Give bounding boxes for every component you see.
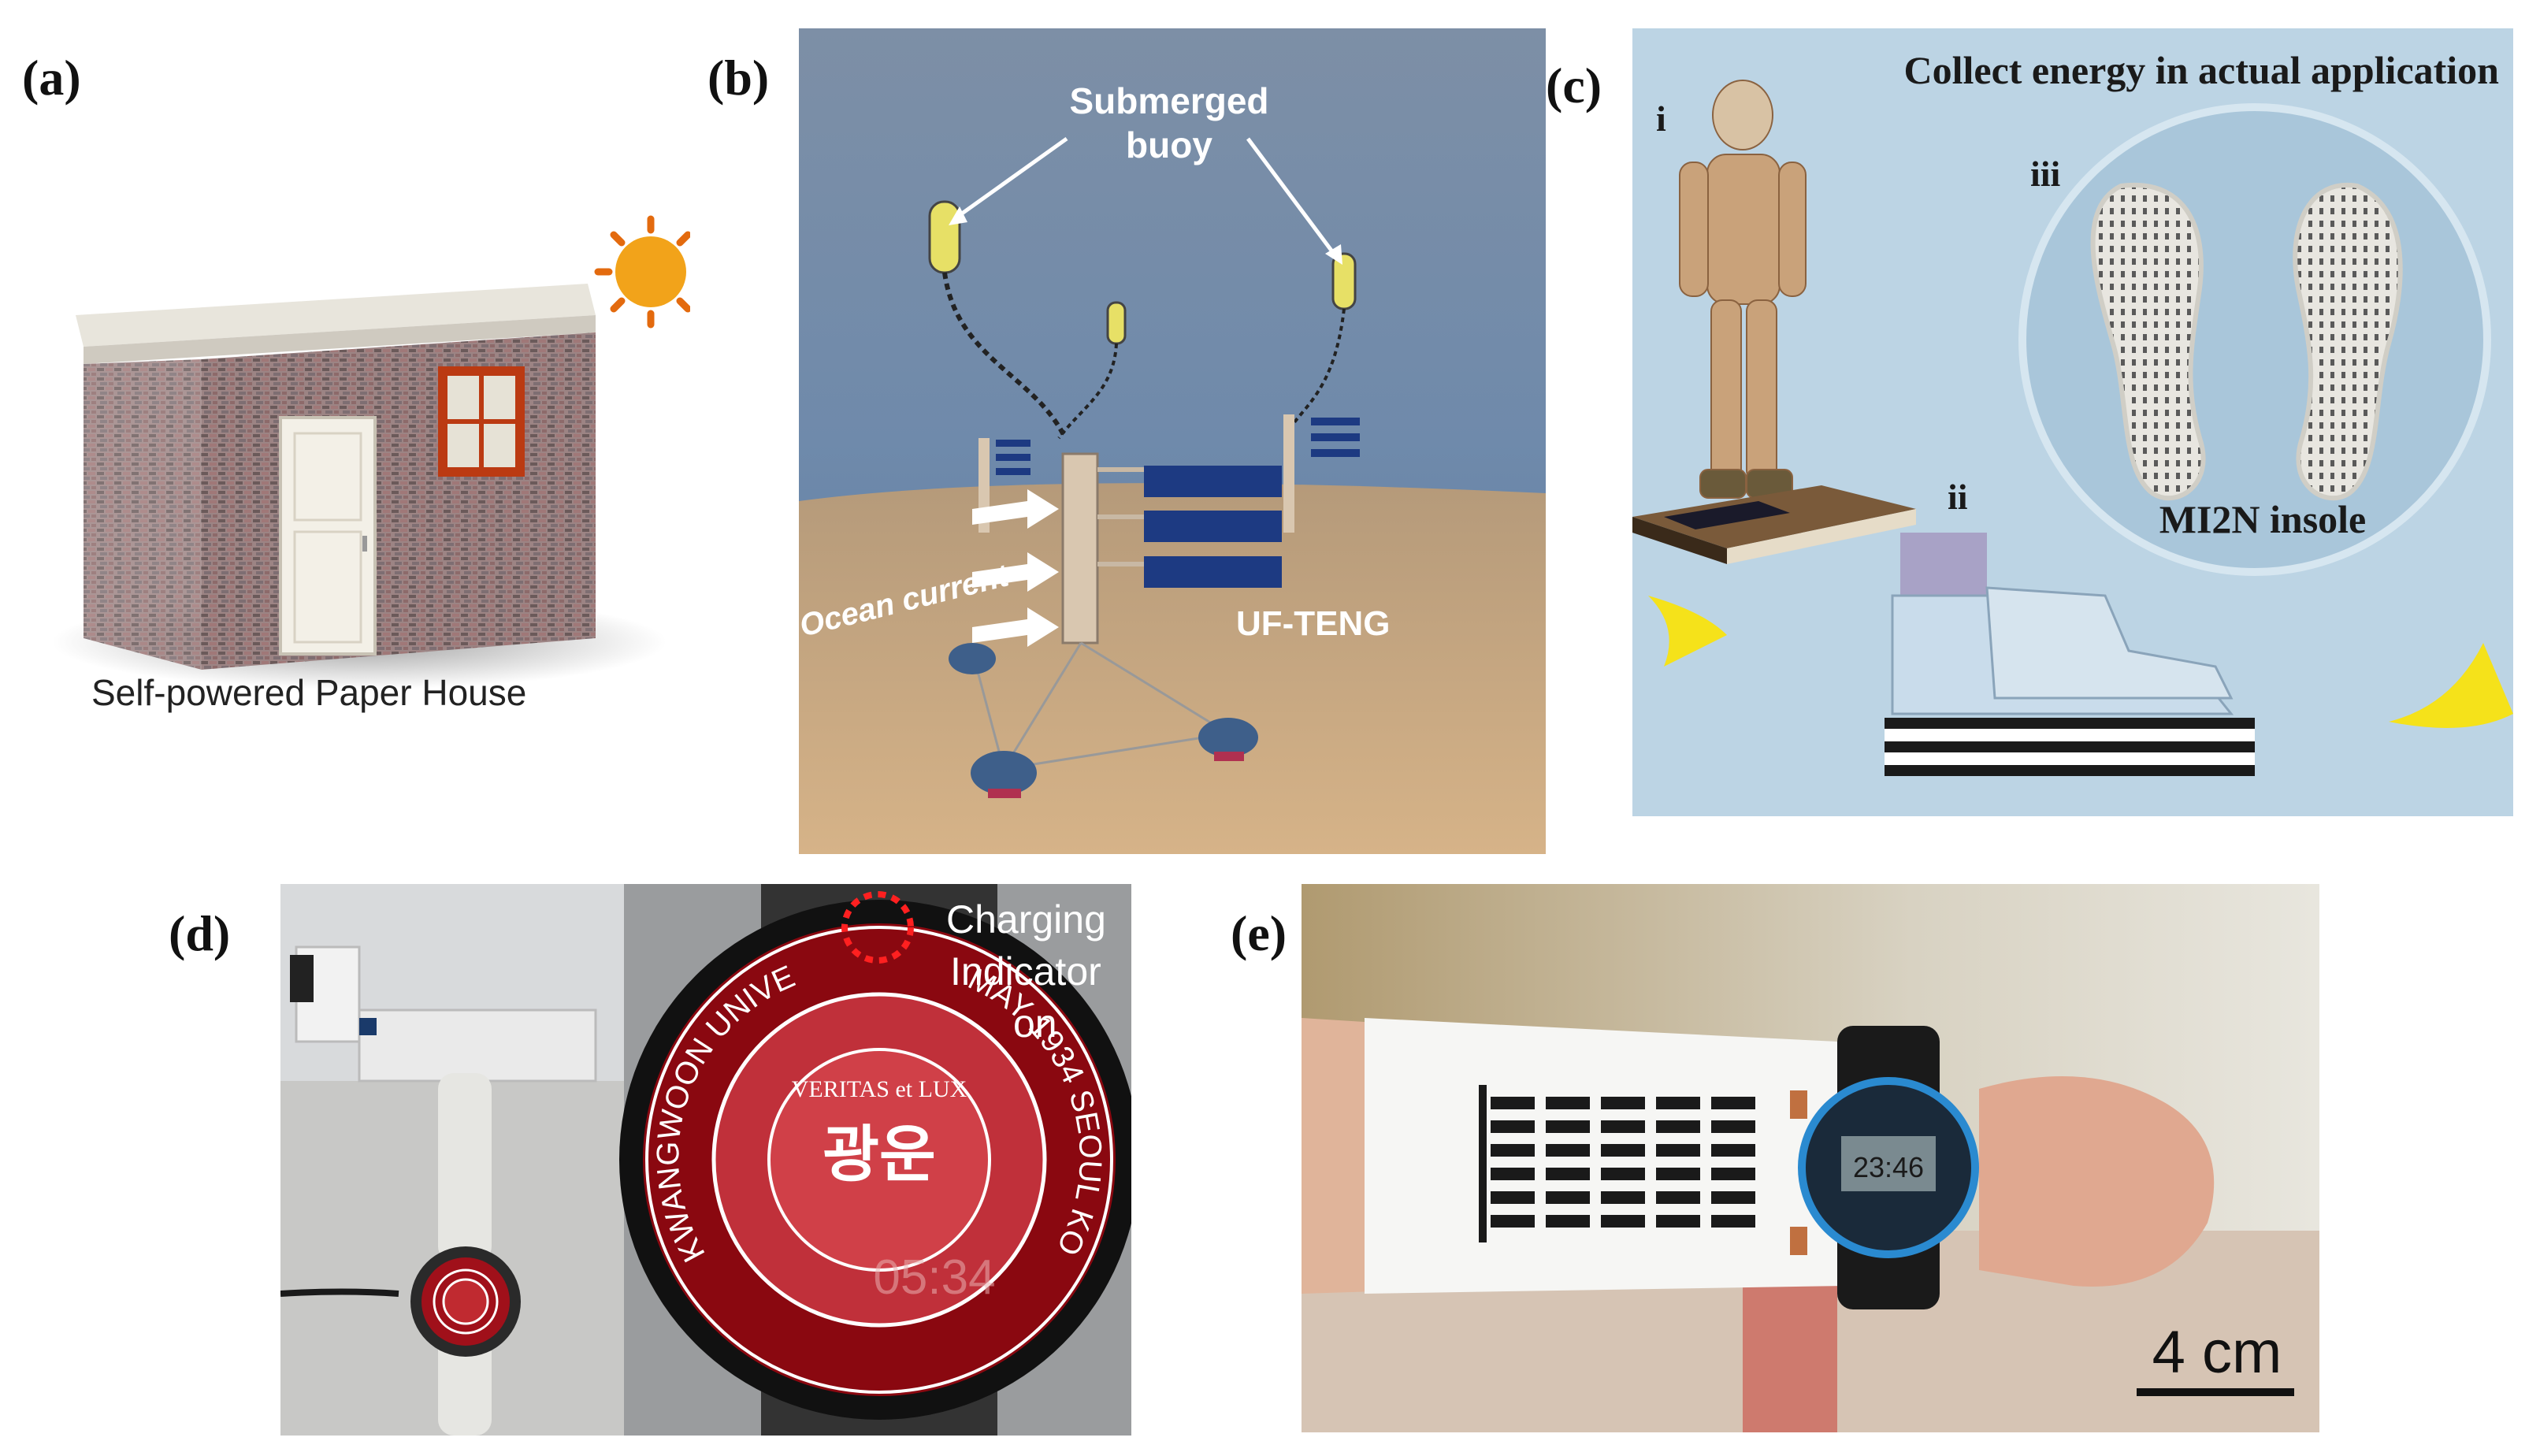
charging-indicator-circle bbox=[841, 891, 914, 964]
house-front-wall bbox=[202, 332, 596, 670]
panel-label-d: (d) bbox=[169, 905, 231, 961]
astronaut-figure bbox=[1679, 80, 1807, 499]
panel-b-ocean: Submerged buoy Ocean current UF-TENG bbox=[799, 28, 1546, 854]
buoy-right bbox=[1331, 252, 1357, 310]
panel-label-c: (c) bbox=[1546, 58, 1602, 113]
seal-top-text: VERITAS et LUX bbox=[792, 1076, 967, 1102]
sub-label-i: i bbox=[1656, 98, 1666, 139]
electrode-grid bbox=[1479, 1085, 1755, 1242]
house-roof bbox=[76, 284, 596, 347]
panel-c-title: Collect energy in actual application bbox=[1904, 48, 2500, 92]
house-door bbox=[279, 416, 377, 656]
copper-electrode-top bbox=[1790, 1090, 1807, 1119]
buoy-left bbox=[928, 200, 961, 274]
indicator-line1: Charging bbox=[946, 897, 1106, 942]
sub-label-ii: ii bbox=[1948, 477, 1968, 517]
buoy-label-line1: Submerged bbox=[1069, 80, 1268, 121]
buoy-label-line2: buoy bbox=[1126, 124, 1212, 165]
central-pillar bbox=[1061, 452, 1099, 644]
boots-figure bbox=[1885, 533, 2255, 776]
current-arrows bbox=[972, 489, 1059, 647]
seal-center-text: 광운 bbox=[823, 1120, 936, 1189]
panel-d-smartwatch: KWANGWOON UNIVERSITY MAY 1934 SEOUL KORE… bbox=[280, 884, 1131, 1436]
hand bbox=[1979, 1076, 2215, 1287]
device-label: UF-TENG bbox=[1236, 604, 1391, 643]
buoy-mid bbox=[1106, 301, 1127, 345]
insole-right bbox=[2293, 182, 2403, 501]
scale-bar bbox=[2137, 1388, 2294, 1396]
sun-icon bbox=[594, 215, 690, 329]
panel-label-e: (e) bbox=[1231, 905, 1287, 961]
panel-a-house: Self-powered Paper House bbox=[44, 197, 690, 733]
indicator-line2: Indicator bbox=[950, 949, 1101, 994]
sub-label-iii: iii bbox=[2030, 154, 2061, 194]
insole-label: MI2N insole bbox=[2159, 497, 2367, 541]
panel-label-b: (b) bbox=[707, 50, 770, 106]
house-caption: Self-powered Paper House bbox=[91, 672, 526, 713]
anchor-blocks bbox=[949, 643, 1258, 795]
teng-panels bbox=[996, 418, 1360, 588]
yellow-arrow-right bbox=[2389, 643, 2513, 728]
house-left-wall bbox=[84, 359, 202, 670]
indicator-line3: on bbox=[1013, 1001, 1057, 1046]
panel-label-a: (a) bbox=[22, 50, 81, 106]
digital-watch-icon bbox=[1798, 1026, 1979, 1309]
watch-time: 05:34 bbox=[873, 1250, 995, 1305]
insole-left bbox=[2090, 182, 2206, 501]
copper-electrode-bottom bbox=[1790, 1227, 1807, 1255]
yellow-arrow-left bbox=[1648, 596, 1727, 667]
watch-digits: 23:46 bbox=[1853, 1151, 1924, 1183]
small-watch-icon bbox=[410, 1246, 521, 1357]
panel-e-arm-watch: 23:46 4 cm bbox=[1302, 884, 2319, 1432]
panel-c-insole: Collect energy in actual application i i… bbox=[1632, 28, 2513, 816]
floor-tiles bbox=[1632, 485, 1916, 564]
scale-label: 4 cm bbox=[2152, 1319, 2282, 1386]
